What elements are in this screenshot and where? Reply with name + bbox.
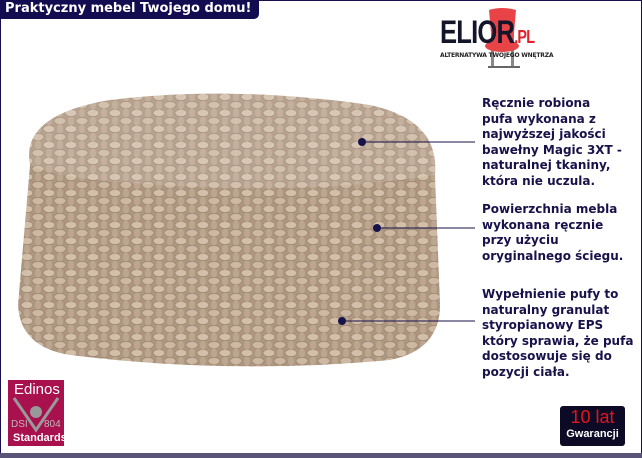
chair-logo-icon bbox=[485, 8, 520, 68]
brand-suffix: .PL bbox=[514, 27, 535, 47]
feature-material: Ręcznie robiona pufa wykonana z najwyższ… bbox=[482, 96, 622, 189]
edinos-standards: Standards bbox=[13, 432, 67, 444]
bottom-bar bbox=[0, 453, 642, 458]
brand-name: ELIOR bbox=[440, 14, 515, 50]
feature-line: naturalny granulat bbox=[482, 302, 610, 317]
warranty-badge: 10 lat Gwarancji bbox=[560, 406, 625, 446]
feature-line: pufa wykonana z bbox=[482, 111, 596, 126]
feature-line: styropianowy EPS bbox=[482, 318, 604, 332]
feature-line: Wypełnienie pufy to bbox=[482, 287, 619, 301]
edinos-title: Edinos bbox=[14, 381, 60, 398]
brand-logo[interactable]: ELIOR.PL bbox=[440, 14, 535, 50]
pouf-image bbox=[18, 93, 440, 367]
feature-filling: Wypełnienie pufy to naturalny granulat s… bbox=[482, 287, 633, 380]
feature-line: oryginalnego ściegu. bbox=[482, 248, 624, 263]
feature-line: pozycji ciała. bbox=[482, 364, 570, 379]
feature-line: dostosowuje się do bbox=[482, 349, 612, 363]
feature-line: która nie uczula. bbox=[482, 173, 596, 188]
feature-line: Ręcznie robiona bbox=[482, 96, 591, 110]
tagline: Praktyczny mebel Twojego domu! bbox=[0, 0, 260, 19]
feature-line: przy użyciu bbox=[482, 233, 559, 247]
edinos-badge: Edinos DSI 804 Standards bbox=[8, 380, 67, 446]
feature-line: który sprawia, że pufa bbox=[482, 333, 634, 348]
feature-line: wykonana ręcznie bbox=[482, 217, 604, 232]
edinos-number: 804 bbox=[44, 419, 61, 430]
brand-subtitle: ALTERNATYWA TWOJEGO WNĘTRZA bbox=[440, 52, 554, 59]
edinos-v-icon bbox=[12, 397, 60, 433]
warranty-label: Gwarancji bbox=[566, 428, 619, 440]
feature-line: Powierzchnia mebla bbox=[482, 202, 618, 216]
feature-line: najwyższej jakości bbox=[482, 127, 606, 141]
feature-line: naturalnej tkaniny, bbox=[482, 158, 611, 172]
edinos-dsi: DSI bbox=[11, 419, 28, 430]
feature-line: bawełny Magic 3XT - bbox=[482, 142, 622, 157]
feature-surface: Powierzchnia mebla wykonana ręcznie przy… bbox=[482, 202, 623, 264]
warranty-years: 10 lat bbox=[570, 407, 615, 427]
